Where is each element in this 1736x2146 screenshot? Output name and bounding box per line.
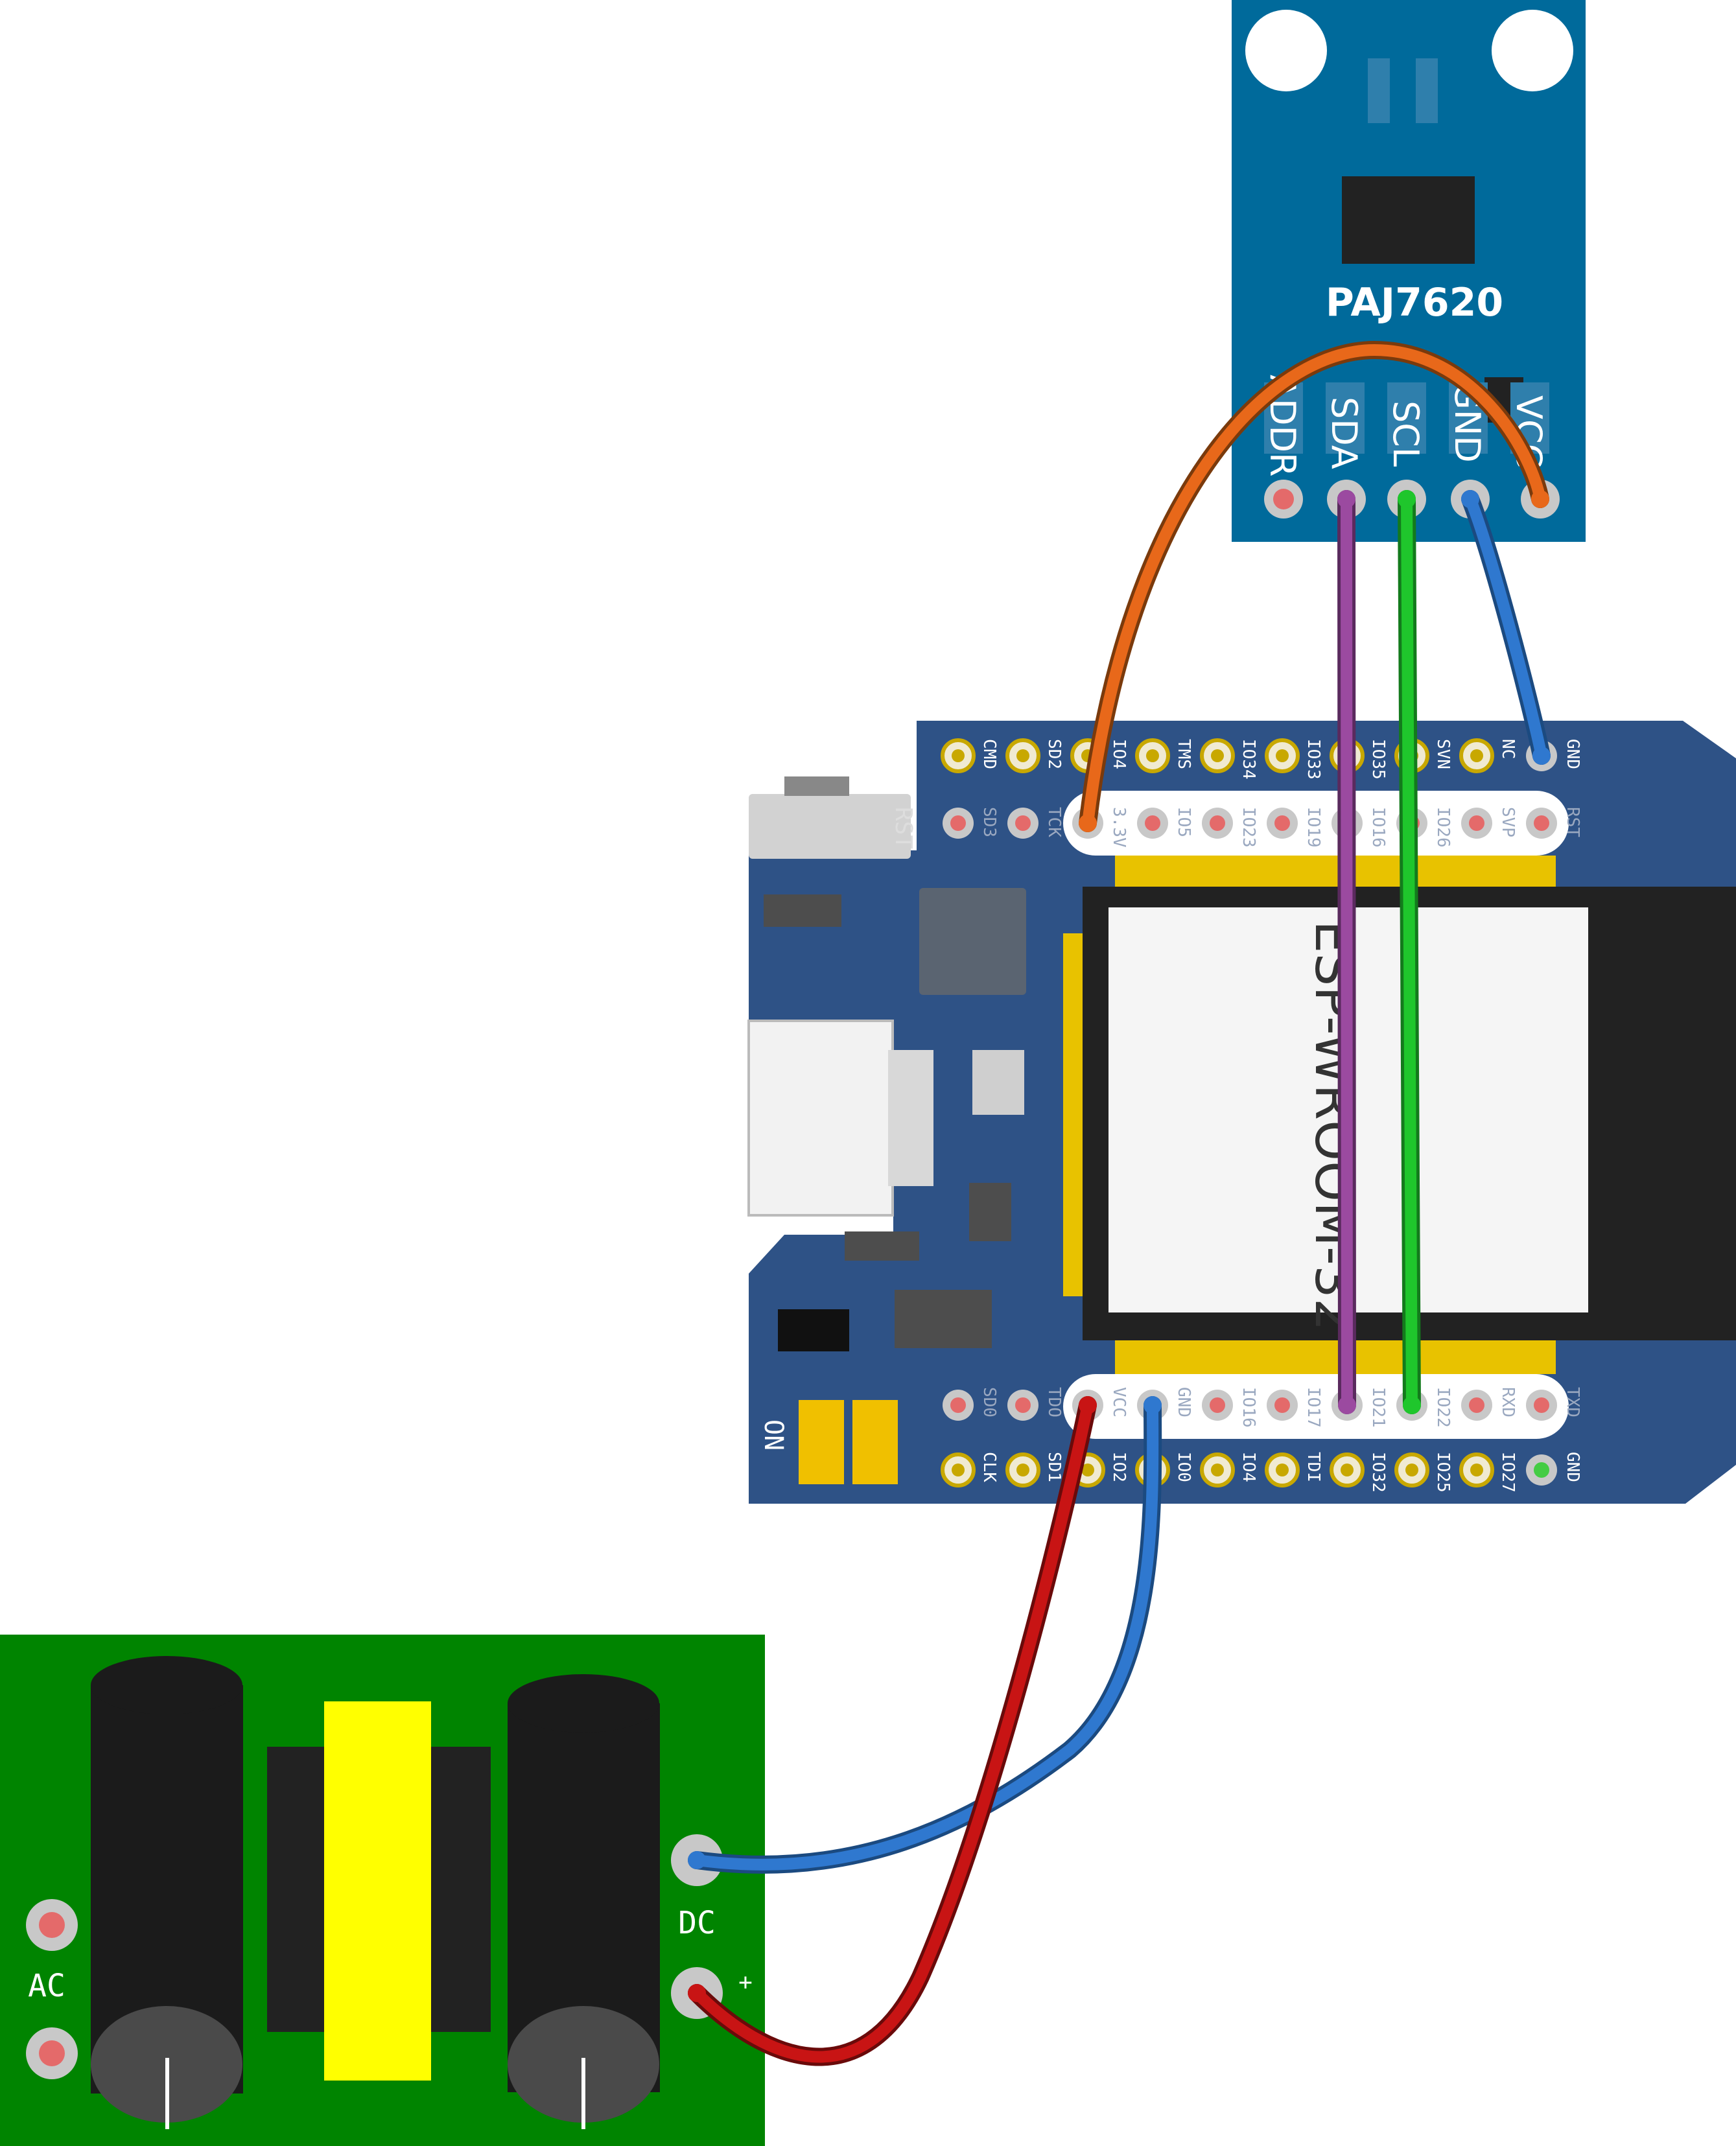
dc-label: DC bbox=[678, 1905, 716, 1941]
svg-text:SD3: SD3 bbox=[979, 807, 999, 837]
wires bbox=[688, 340, 1551, 2066]
plus-label: + bbox=[738, 1969, 753, 1996]
svg-text:IO25: IO25 bbox=[1433, 1452, 1453, 1493]
on-label: ON bbox=[758, 1419, 788, 1451]
wire-gnd-sensor bbox=[1464, 493, 1547, 762]
labels-bottom-outer: CLK SD1 IO2 IO0 IO4 TDI IO32 IO25 IO27 G… bbox=[979, 1452, 1582, 1493]
transformer-core bbox=[324, 1701, 431, 2081]
svg-text:RST: RST bbox=[1563, 807, 1582, 837]
ac-label: AC bbox=[28, 1968, 65, 2004]
svg-text:SVN: SVN bbox=[1433, 739, 1453, 769]
mount-hole-right bbox=[1492, 10, 1573, 91]
svg-text:CMD: CMD bbox=[979, 739, 999, 769]
labels-bottom-inner: SD0 TDO VCC GND IO16 IO17 IO21 IO22 RXD … bbox=[979, 1387, 1582, 1428]
svg-text:IO22: IO22 bbox=[1433, 1387, 1453, 1428]
esp32-board: RST ON ESP-WROOM-32 bbox=[747, 721, 1736, 1504]
svg-text:IO35: IO35 bbox=[1368, 739, 1388, 780]
svg-text:IO16: IO16 bbox=[1239, 1387, 1258, 1428]
svg-text:IO19: IO19 bbox=[1304, 807, 1323, 848]
svg-text:IO17: IO17 bbox=[1304, 1387, 1323, 1428]
svg-text:CLK: CLK bbox=[979, 1452, 999, 1482]
usb-connector bbox=[747, 1020, 894, 1217]
sensor-title: PAJ7620 bbox=[1326, 280, 1503, 325]
svg-text:TMS: TMS bbox=[1174, 739, 1193, 769]
acdc-power-module: AC DC + bbox=[0, 1635, 765, 2146]
capacitor-left bbox=[91, 1656, 243, 2129]
svg-text:IO2: IO2 bbox=[1109, 1452, 1129, 1482]
wire-sda bbox=[1341, 493, 1353, 1411]
svg-text:TDO: TDO bbox=[1044, 1387, 1064, 1417]
wire-scl bbox=[1401, 493, 1418, 1411]
svg-text:IO26: IO26 bbox=[1433, 807, 1453, 848]
pad bbox=[1368, 58, 1390, 123]
svg-text:NC: NC bbox=[1498, 739, 1518, 759]
labels-top-outer: CMD SD2 IO4 TMS IO34 IO33 IO35 SVN NC GN… bbox=[979, 739, 1582, 780]
pin-label-sda: SDA bbox=[1324, 397, 1365, 469]
rst-label: RST bbox=[890, 807, 917, 849]
svg-text:SD2: SD2 bbox=[1044, 739, 1064, 769]
svg-text:IO5: IO5 bbox=[1174, 807, 1193, 837]
svg-text:SVP: SVP bbox=[1498, 807, 1518, 837]
capacitor-right bbox=[508, 1674, 660, 2129]
svg-text:IO32: IO32 bbox=[1368, 1452, 1388, 1493]
mount-hole-left bbox=[1245, 10, 1327, 91]
wire-3v3 bbox=[1082, 344, 1546, 829]
svg-text:IO21: IO21 bbox=[1368, 1387, 1388, 1428]
svg-text:VCC: VCC bbox=[1109, 1387, 1129, 1417]
svg-text:IO4: IO4 bbox=[1239, 1452, 1258, 1482]
svg-text:IO4: IO4 bbox=[1109, 739, 1129, 769]
wire-endpoints bbox=[688, 490, 1551, 2002]
svg-text:TDI: TDI bbox=[1304, 1452, 1323, 1482]
svg-text:IO27: IO27 bbox=[1498, 1452, 1518, 1493]
labels-top-inner: SD3 TCK 3.3V IO5 IO23 IO19 IO16 IO26 SVP… bbox=[979, 807, 1582, 848]
wire-power-gnd bbox=[691, 1399, 1159, 1871]
svg-text:SD1: SD1 bbox=[1044, 1452, 1064, 1482]
svg-text:IO16: IO16 bbox=[1368, 807, 1388, 848]
pad bbox=[1416, 58, 1438, 123]
svg-text:TXD: TXD bbox=[1563, 1387, 1582, 1417]
svg-text:GND: GND bbox=[1563, 739, 1582, 769]
svg-text:TCK: TCK bbox=[1044, 807, 1064, 837]
pin-label-scl: SCL bbox=[1385, 401, 1426, 467]
svg-text:SD0: SD0 bbox=[979, 1387, 999, 1417]
wire-power-positive bbox=[691, 1399, 1094, 2063]
svg-text:IO33: IO33 bbox=[1304, 739, 1323, 780]
svg-text:3.3V: 3.3V bbox=[1109, 807, 1129, 848]
svg-text:IO34: IO34 bbox=[1239, 739, 1258, 780]
rst-button bbox=[749, 794, 911, 859]
svg-text:IO23: IO23 bbox=[1239, 807, 1258, 848]
svg-text:GND: GND bbox=[1174, 1387, 1193, 1417]
svg-text:GND: GND bbox=[1563, 1452, 1582, 1482]
paj7620-sensor-board: PAJ7620 ADDR SDA SCL GND VCC bbox=[1232, 0, 1586, 542]
header-bottom-inner bbox=[943, 1390, 1557, 1421]
usb-uart-chip bbox=[919, 888, 1026, 995]
svg-text:RXD: RXD bbox=[1498, 1387, 1518, 1417]
svg-text:IO0: IO0 bbox=[1174, 1452, 1193, 1482]
sensor-chip bbox=[1342, 176, 1475, 264]
